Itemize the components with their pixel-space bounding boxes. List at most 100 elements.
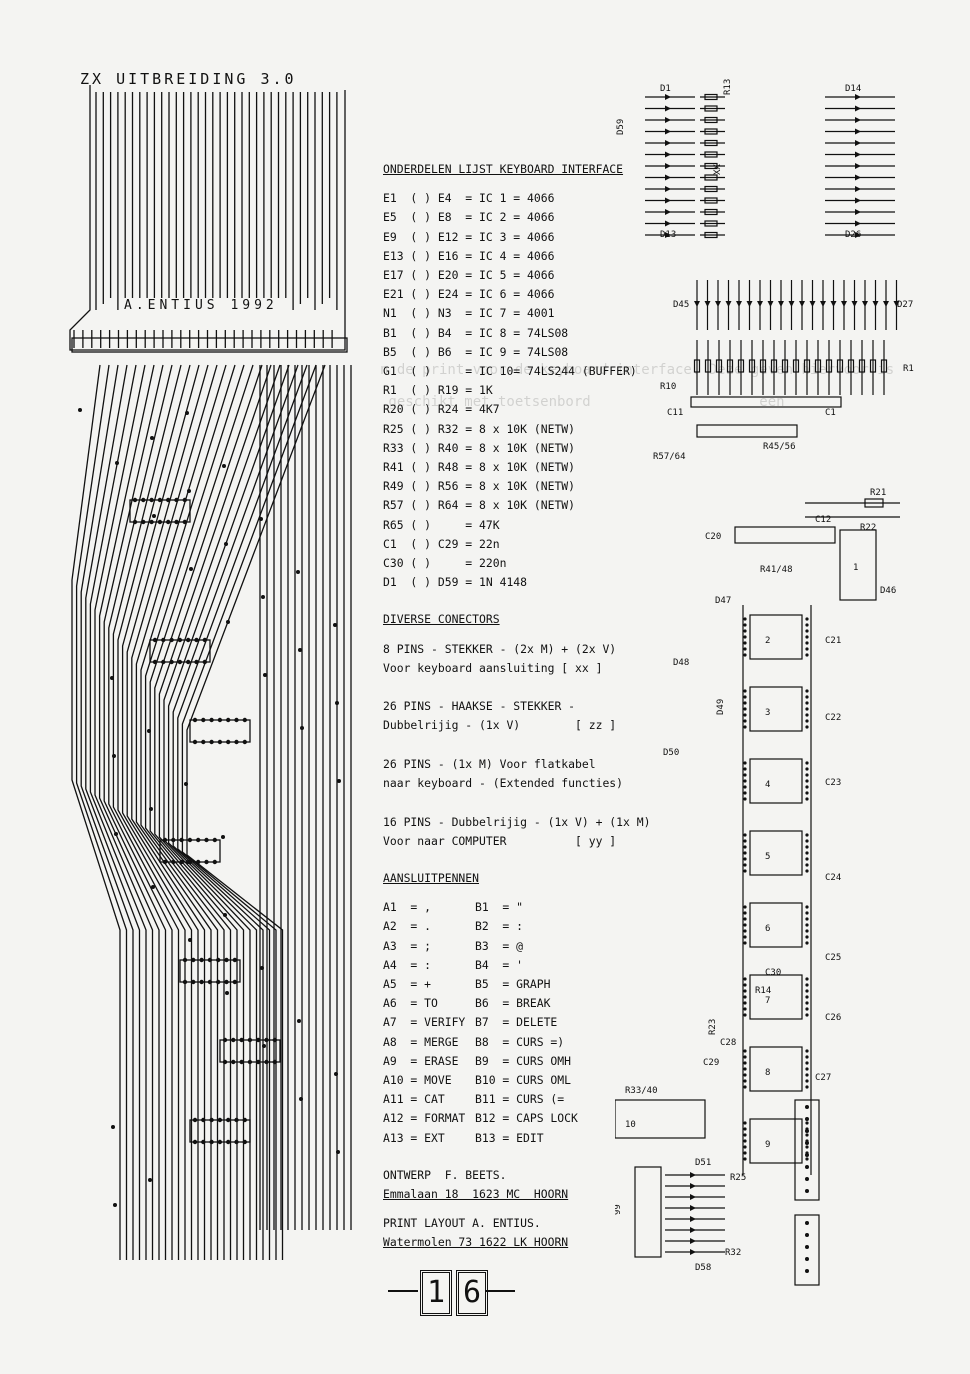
solder-pad [239,1059,244,1065]
ic-pin [805,623,809,627]
resistor-body [814,359,822,373]
component-label: R25 [730,1173,746,1183]
resistor-body [704,231,718,239]
component-label: R10 [660,382,676,392]
parts-list-line: R57 ( ) R64 = 8 x 10K (NETW) [383,498,576,513]
diode-symbol [809,301,816,307]
solder-pad [191,979,196,985]
resistor-body [869,359,877,373]
component-label: C27 [815,1073,831,1083]
solder-pad [209,1139,214,1145]
signal-track [126,364,209,1260]
parts-list-line: R33 ( ) R40 = 8 x 10K (NETW) [383,440,576,455]
connector-pin [805,1257,809,1261]
ic-pin [805,617,809,621]
connector-pin [805,1245,809,1249]
solder-pad [196,859,201,865]
diode-symbol [690,1183,696,1189]
ic-package [749,902,803,948]
ic-pin [743,1139,747,1143]
diode-symbol [855,220,861,227]
pin-a-entry: A6 = TO [383,996,438,1011]
component-label: C11 [667,408,683,418]
ic-pin [805,1013,809,1017]
solder-pad [256,1037,261,1043]
parts-list-line: E5 ( ) E8 = IC 2 = 4066 [383,210,555,225]
connector-pin [805,1105,809,1109]
ic-pin [743,713,747,717]
parts-list-line: G1 ( ) = IC 10= 74LS244 (BUFFER) [383,364,637,379]
ic-package [749,1118,803,1164]
ic-pin [743,653,747,657]
diode-symbol [855,197,861,204]
component-label: R13 [723,79,733,95]
diode-symbol [855,151,861,158]
solder-pad [192,1117,198,1123]
solder-pad [194,637,199,643]
ic-pin [743,761,747,765]
solder-pad [141,519,146,525]
diode-symbol [855,105,861,112]
solder-pad [157,497,163,503]
solder-pad [234,717,239,723]
ic-pin [805,689,809,693]
diode-symbol [736,301,742,307]
ic-pin [805,923,809,927]
page-title: ZX UITBREIDING 3.0 [80,70,297,88]
connector-line: 8 PINS - STEKKER - (2x M) + (2x V) [383,641,617,656]
connector-line: Dubbelrijig - (1x V) [ zz ] [383,718,617,733]
ic-pin [743,1151,747,1155]
pin-a-entry: A4 = : [383,957,432,972]
diode-symbol [855,209,861,215]
signal-track [103,364,167,1260]
component-label: 2 [765,636,770,646]
via-pad [113,1203,117,1207]
solder-pad [202,659,207,665]
parts-list-line: B5 ( ) B6 = IC 9 = 74LS08 [383,344,569,359]
pin-a-entry: A11 = CAT [383,1092,445,1107]
via-pad [186,860,190,864]
ic-pin [805,1055,809,1059]
solder-pad [204,859,209,865]
solder-pad [272,1037,277,1043]
diode-symbol [690,1216,696,1222]
resistor-body [704,359,712,373]
signal-track [121,364,200,1260]
via-pad [226,620,230,624]
ic-pin [805,1073,809,1077]
solder-pad [242,1117,247,1123]
ic-package [749,686,803,732]
via-pad [188,938,192,942]
ic-pin [805,629,809,633]
connector-yy [794,1099,820,1201]
ic-pin [743,989,747,993]
ic-pin [805,797,809,801]
component-label: 3 [765,708,770,718]
solder-pad [231,1037,236,1043]
component-label: C22 [825,713,841,723]
solder-pad [152,659,158,665]
diode-symbol [665,117,671,123]
solder-pad [191,957,196,963]
solder-pad [149,497,154,503]
pin-a-entry: A7 = VERIFY [383,1015,466,1030]
ic-pin [743,917,747,921]
solder-pad [232,957,237,963]
ic-footprint [189,1119,251,1143]
ic-pin [743,1121,747,1125]
diode-symbol [690,1249,696,1255]
solder-pad [157,519,163,525]
ic-pin [743,779,747,783]
solder-pad [161,637,166,643]
signal-track [80,364,134,1260]
component-label: C28 [720,1038,736,1048]
bleed-through-text: n de print voor de keyboard interface. D… [380,362,895,410]
pin-b-entry: B6 = BREAK [475,996,551,1011]
component-label: D48 [673,658,689,668]
signal-track [89,364,147,1260]
pcb-track-layout-left [69,85,352,1260]
solder-pad [217,717,223,723]
parts-list-line: E21 ( ) E24 = IC 6 = 4066 [383,287,555,302]
